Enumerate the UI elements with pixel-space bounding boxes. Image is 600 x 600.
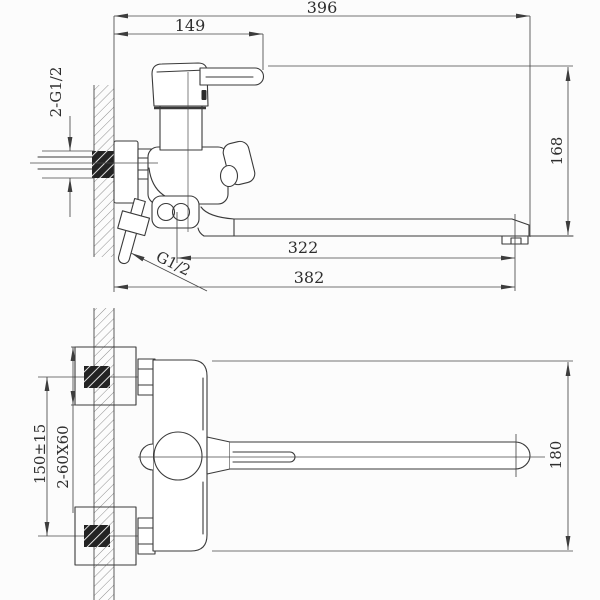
wall-hatch — [94, 308, 114, 600]
dim-inlet-thread: 2-G1/2 — [47, 67, 65, 118]
handle-knob-front — [153, 431, 203, 481]
aerator-inner — [510, 237, 522, 245]
faucet-front — [138, 359, 545, 552]
spout-root-front — [206, 436, 231, 475]
front-view: 150±15 2-60X60 180 — [31, 308, 573, 600]
dim-overall-reach: 382 — [294, 268, 325, 287]
dim-spout-reach: 322 — [288, 238, 319, 257]
escutcheon-square-bottom — [74, 506, 137, 566]
escutcheon-side — [113, 140, 139, 204]
front-view-dimensions: 150±15 2-60X60 180 — [31, 346, 573, 552]
side-view: 396 149 168 322 382 2-G1/2 — [30, 0, 574, 292]
thread-block-bottom-hatch — [84, 525, 110, 547]
dim-mounting-centers: 150±15 — [31, 424, 49, 484]
wall-section-front — [93, 308, 115, 600]
thread-block-hatch — [92, 151, 114, 178]
dim-escutcheons: 2-60X60 — [54, 425, 72, 488]
shower-nut — [117, 210, 151, 237]
swivel-ring — [156, 202, 176, 222]
diverter-base — [219, 164, 239, 188]
shower-outlet — [117, 197, 151, 265]
swivel-housing — [151, 195, 200, 229]
spout-root-top — [200, 206, 235, 220]
cartridge-column — [159, 103, 203, 151]
mounting-hardware-front — [74, 346, 156, 566]
leader-g12 — [130, 252, 208, 292]
thread-block-top-hatch — [84, 366, 110, 388]
spout-front — [230, 441, 531, 470]
swivel-ring — [171, 202, 191, 222]
dim-overall-length: 396 — [307, 0, 338, 17]
cap-seam — [156, 69, 207, 73]
indicator-dot — [201, 90, 207, 100]
dim-handle-length: 149 — [175, 16, 206, 35]
dim-inlet-thread-group: 2-G1/2 — [42, 67, 94, 217]
side-view-dimensions: 396 149 168 322 382 2-G1/2 — [42, 0, 573, 292]
inlet-pipe-side — [37, 151, 114, 178]
dim-overall-height: 168 — [548, 137, 566, 166]
spout-root-bottom — [197, 227, 205, 237]
faucet-side — [30, 62, 574, 265]
dim-body-height: 180 — [547, 441, 565, 470]
